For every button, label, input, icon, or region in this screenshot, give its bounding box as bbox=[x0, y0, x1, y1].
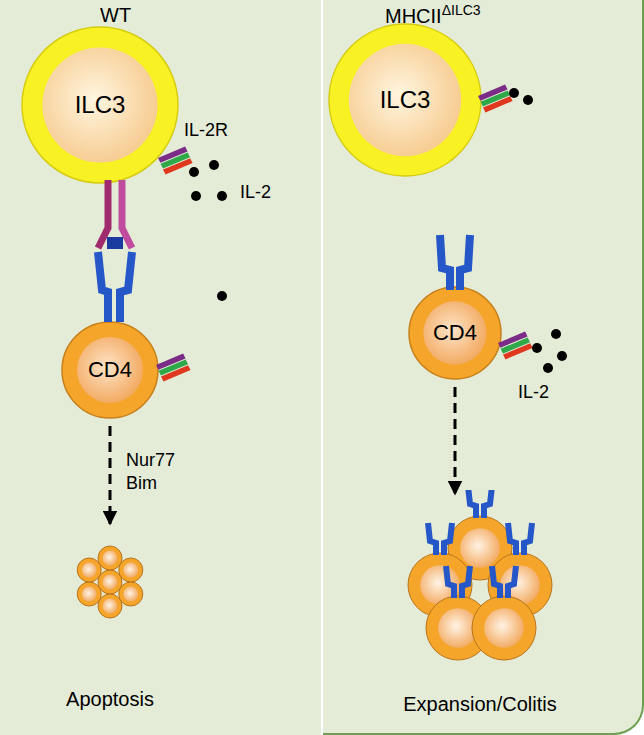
dashed-arrow bbox=[109, 426, 112, 524]
molecule-label: IL-2 bbox=[240, 182, 271, 203]
il2-receptor bbox=[157, 146, 193, 175]
molecule-label: IL-2R bbox=[184, 120, 228, 141]
cell-nucleus bbox=[123, 587, 138, 602]
cell-membrane bbox=[329, 24, 481, 176]
panel-heading: MHCIIΔILC3 bbox=[385, 2, 481, 28]
cell bbox=[98, 594, 122, 618]
cell-membrane bbox=[62, 322, 158, 418]
cell-label: ILC3 bbox=[380, 86, 431, 114]
tcr-molecule bbox=[440, 235, 470, 290]
cell-nucleus bbox=[42, 47, 157, 162]
il2-dots bbox=[532, 329, 567, 373]
il2-receptor bbox=[497, 331, 533, 360]
edge-label: Nur77 Bim bbox=[126, 449, 187, 494]
cell bbox=[98, 546, 122, 570]
superscript: ΔILC3 bbox=[442, 2, 481, 18]
panel: WT ILC3CD4Apoptosis bbox=[0, 0, 321, 735]
il2-dots bbox=[509, 88, 533, 105]
cell-cluster: Expansion/Colitis bbox=[360, 490, 600, 720]
cell-nucleus bbox=[103, 551, 118, 566]
panel-heading: WT bbox=[100, 4, 131, 27]
tcr-molecule bbox=[446, 566, 470, 598]
cell-nucleus bbox=[460, 528, 500, 568]
cell-label: ILC3 bbox=[75, 91, 126, 119]
cell bbox=[119, 582, 143, 606]
cell bbox=[77, 582, 101, 606]
outcome-label: Apoptosis bbox=[66, 688, 154, 711]
tcr-molecule bbox=[508, 523, 532, 555]
mhcii-molecule bbox=[98, 180, 132, 249]
cell-nucleus bbox=[349, 44, 461, 156]
dashed-arrow bbox=[454, 387, 457, 494]
cell-label: CD4 bbox=[433, 320, 477, 346]
il2-receptor bbox=[155, 353, 191, 382]
cell-membrane bbox=[22, 27, 178, 183]
il2-dots bbox=[189, 160, 227, 301]
cell-nucleus bbox=[423, 301, 486, 364]
outcome-label: Expansion/Colitis bbox=[403, 693, 556, 716]
cell bbox=[98, 570, 122, 594]
cell bbox=[472, 596, 536, 660]
molecule-label: IL-2 bbox=[518, 382, 549, 403]
cell-nucleus bbox=[103, 575, 118, 590]
cell-nucleus bbox=[123, 563, 138, 578]
cell bbox=[119, 558, 143, 582]
expanded-cells bbox=[360, 490, 600, 665]
cell-node: CD4 bbox=[60, 320, 160, 420]
tcr-molecule bbox=[428, 523, 452, 555]
cell bbox=[77, 558, 101, 582]
cell-cluster: Apoptosis bbox=[10, 520, 210, 715]
panel: MHCIIΔILC3ILC3CD4Expansion/Colitis bbox=[323, 0, 644, 735]
tcr-molecule bbox=[492, 566, 516, 598]
cell-node: CD4 bbox=[407, 285, 503, 381]
cell-label: CD4 bbox=[88, 357, 132, 383]
cell-nucleus bbox=[484, 608, 524, 648]
cell-node: ILC3 bbox=[20, 25, 180, 185]
tcr-molecule bbox=[98, 252, 132, 322]
cell-nucleus bbox=[82, 587, 97, 602]
il2-receptor bbox=[477, 84, 513, 113]
cell-nucleus bbox=[82, 563, 97, 578]
apoptotic-cells bbox=[10, 520, 210, 640]
cell-node: ILC3 bbox=[327, 22, 483, 178]
cell-nucleus bbox=[103, 599, 118, 614]
tcr-molecule bbox=[468, 490, 492, 518]
cell-membrane bbox=[409, 287, 501, 379]
cell-nucleus bbox=[77, 337, 143, 403]
